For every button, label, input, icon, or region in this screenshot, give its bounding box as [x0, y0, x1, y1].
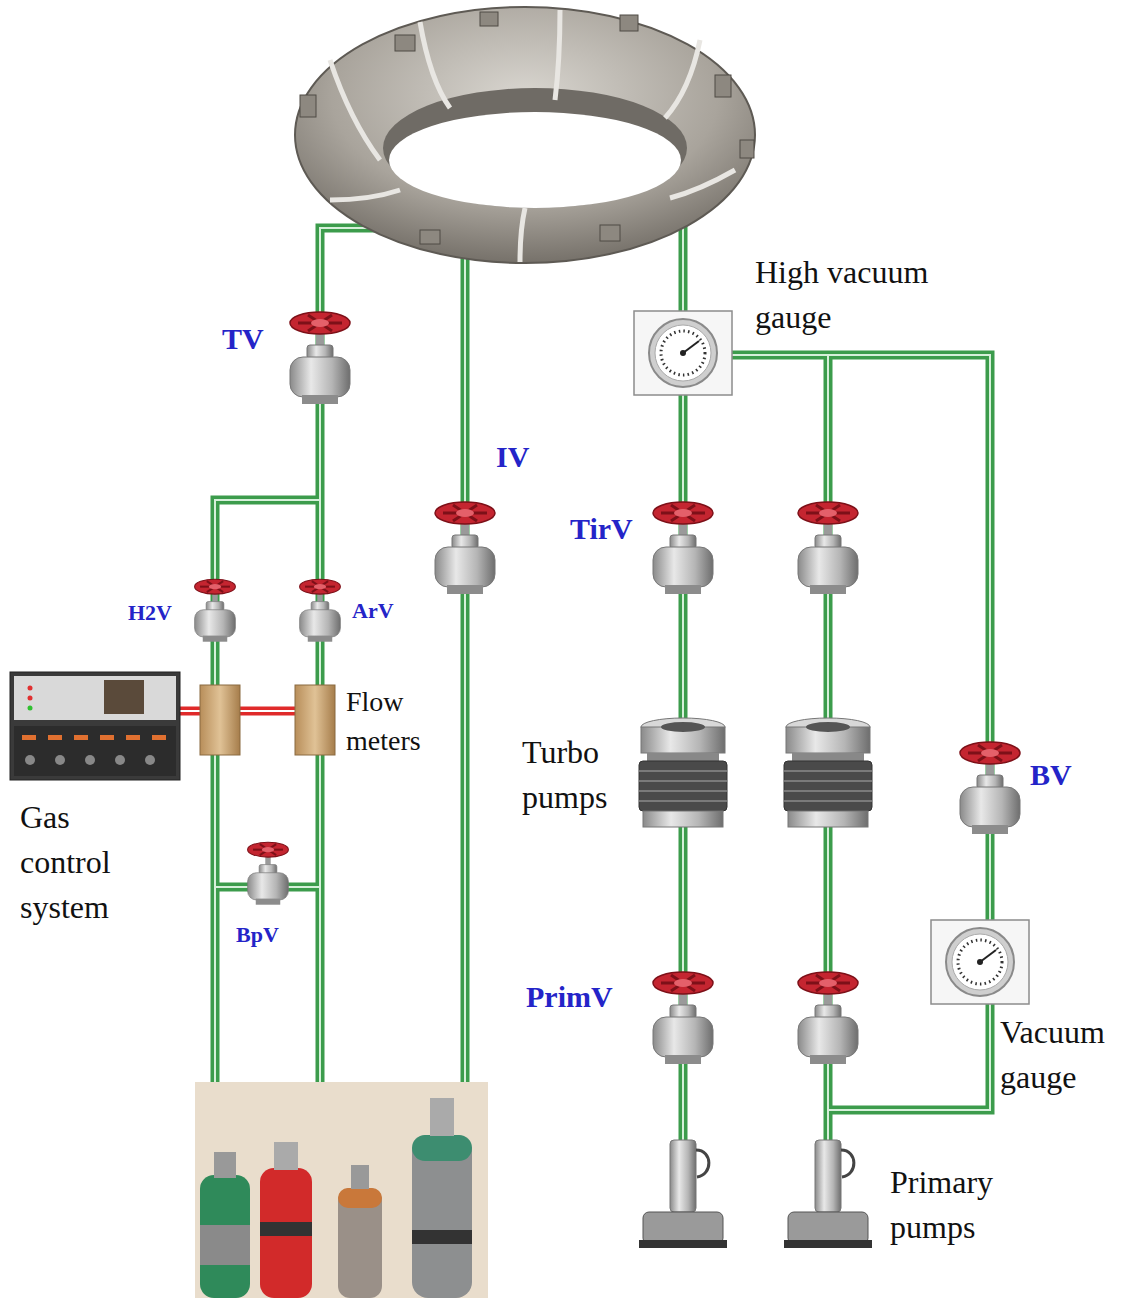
- pipe: [461, 250, 470, 1090]
- tokamak-vessel: [300, 95, 316, 117]
- tokamak-vessel: [395, 35, 415, 51]
- gas-control-unit: [14, 726, 176, 776]
- valve: [248, 842, 289, 905]
- valve: [195, 579, 236, 642]
- gas-cylinders: [200, 1225, 250, 1265]
- gas-control-unit: [28, 686, 33, 691]
- gas-control-unit: [152, 735, 166, 740]
- component-label: Primary pumps: [890, 1160, 1030, 1250]
- tokamak-vessel: [600, 225, 620, 241]
- tokamak-vessel: [300, 12, 754, 244]
- valve-label: TirV: [570, 512, 650, 547]
- tokamak-vessel: [740, 140, 754, 158]
- valve-label: TV: [222, 322, 282, 357]
- gas-control-unit: [126, 735, 140, 740]
- pipe: [215, 220, 990, 1140]
- gas-cylinders: [351, 1165, 369, 1189]
- tokamak-vessel: [480, 12, 498, 26]
- gas-control-unit: [100, 735, 114, 740]
- gas-control-unit: [22, 735, 36, 740]
- component-label: High vacuum gauge: [755, 250, 980, 340]
- gas-control-unit: [145, 755, 155, 765]
- tokamak-vessel: [383, 88, 687, 208]
- valve: [798, 972, 858, 1064]
- tokamak-vessel: [620, 15, 638, 31]
- component-label: Gas control system: [20, 795, 160, 929]
- gas-cylinders: [260, 1168, 312, 1298]
- valve: [435, 502, 495, 594]
- gas-control-unit: [104, 680, 144, 714]
- tokamak-vessel: [670, 170, 735, 198]
- pipe: [215, 220, 990, 1140]
- tokamak-vessel: [330, 190, 400, 200]
- primary-pump: [784, 1140, 872, 1248]
- tokamak-vessel: [389, 112, 681, 208]
- gas-control-unit: [48, 735, 62, 740]
- gas-control-unit: [25, 755, 155, 765]
- valve: [960, 742, 1020, 834]
- tokamak-vessel: [665, 40, 700, 118]
- component-label: Turbo pumps: [522, 730, 637, 820]
- component-label: Vacuum gauge: [1000, 1010, 1136, 1100]
- gas-cylinders: [338, 1188, 382, 1298]
- valve: [300, 579, 341, 642]
- gas-control-unit: [55, 755, 65, 765]
- gas-cylinders: [260, 1222, 312, 1236]
- flow-meter: [200, 685, 240, 755]
- valve-label: BpV: [236, 922, 306, 947]
- gas-control-unit: [74, 735, 88, 740]
- gas-control-unit: [28, 706, 33, 711]
- pressure-gauge: [931, 920, 1029, 1004]
- component-label: Flow meters: [346, 682, 451, 760]
- gas-cylinders: [412, 1230, 472, 1244]
- tokamak-vessel: [295, 7, 755, 263]
- valve-label: BV: [1030, 758, 1100, 793]
- primary-pump: [639, 1140, 727, 1248]
- gas-cylinders: [274, 1142, 298, 1170]
- gas-control-unit: [25, 755, 35, 765]
- valve: [653, 972, 713, 1064]
- gas-control-unit: [10, 672, 180, 780]
- valve-label: H2V: [128, 600, 190, 625]
- tokamak-vessel: [555, 10, 560, 100]
- tokamak-vessel: [520, 208, 525, 262]
- gas-cylinders: [214, 1152, 236, 1178]
- valve: [653, 502, 713, 594]
- valve: [798, 502, 858, 594]
- gas-control-unit: [115, 755, 125, 765]
- gas-cylinders: [412, 1135, 472, 1298]
- gas-control-unit: [14, 676, 176, 720]
- tokamak-vessel: [295, 7, 755, 263]
- flow-meter: [200, 685, 335, 755]
- pipe: [215, 220, 990, 1140]
- gas-cylinders: [195, 1082, 488, 1298]
- turbo-pump: [784, 718, 872, 827]
- valve-label: ArV: [352, 598, 414, 623]
- valve-label: PrimV: [526, 980, 626, 1015]
- gas-cylinders: [195, 1082, 488, 1298]
- tokamak-vessel: [330, 10, 735, 262]
- gas-control-unit: [22, 735, 166, 740]
- tokamak-vessel: [715, 75, 731, 97]
- gas-cylinders: [412, 1135, 472, 1161]
- gas-cylinders: [200, 1175, 250, 1298]
- gas-control-unit: [28, 696, 33, 701]
- gas-control-unit: [85, 755, 95, 765]
- pressure-gauge: [634, 311, 732, 395]
- gas-cylinders: [430, 1098, 454, 1136]
- gas-cylinders: [338, 1188, 382, 1208]
- tokamak-vessel: [330, 60, 380, 160]
- flow-meter: [295, 685, 335, 755]
- turbo-pump: [639, 718, 727, 827]
- tokamak-vessel: [420, 230, 440, 244]
- valve: [290, 312, 350, 404]
- gas-control-unit: [10, 672, 180, 780]
- valve-label: IV: [496, 440, 546, 475]
- pipe: [464, 250, 466, 1090]
- tokamak-vessel: [420, 22, 450, 108]
